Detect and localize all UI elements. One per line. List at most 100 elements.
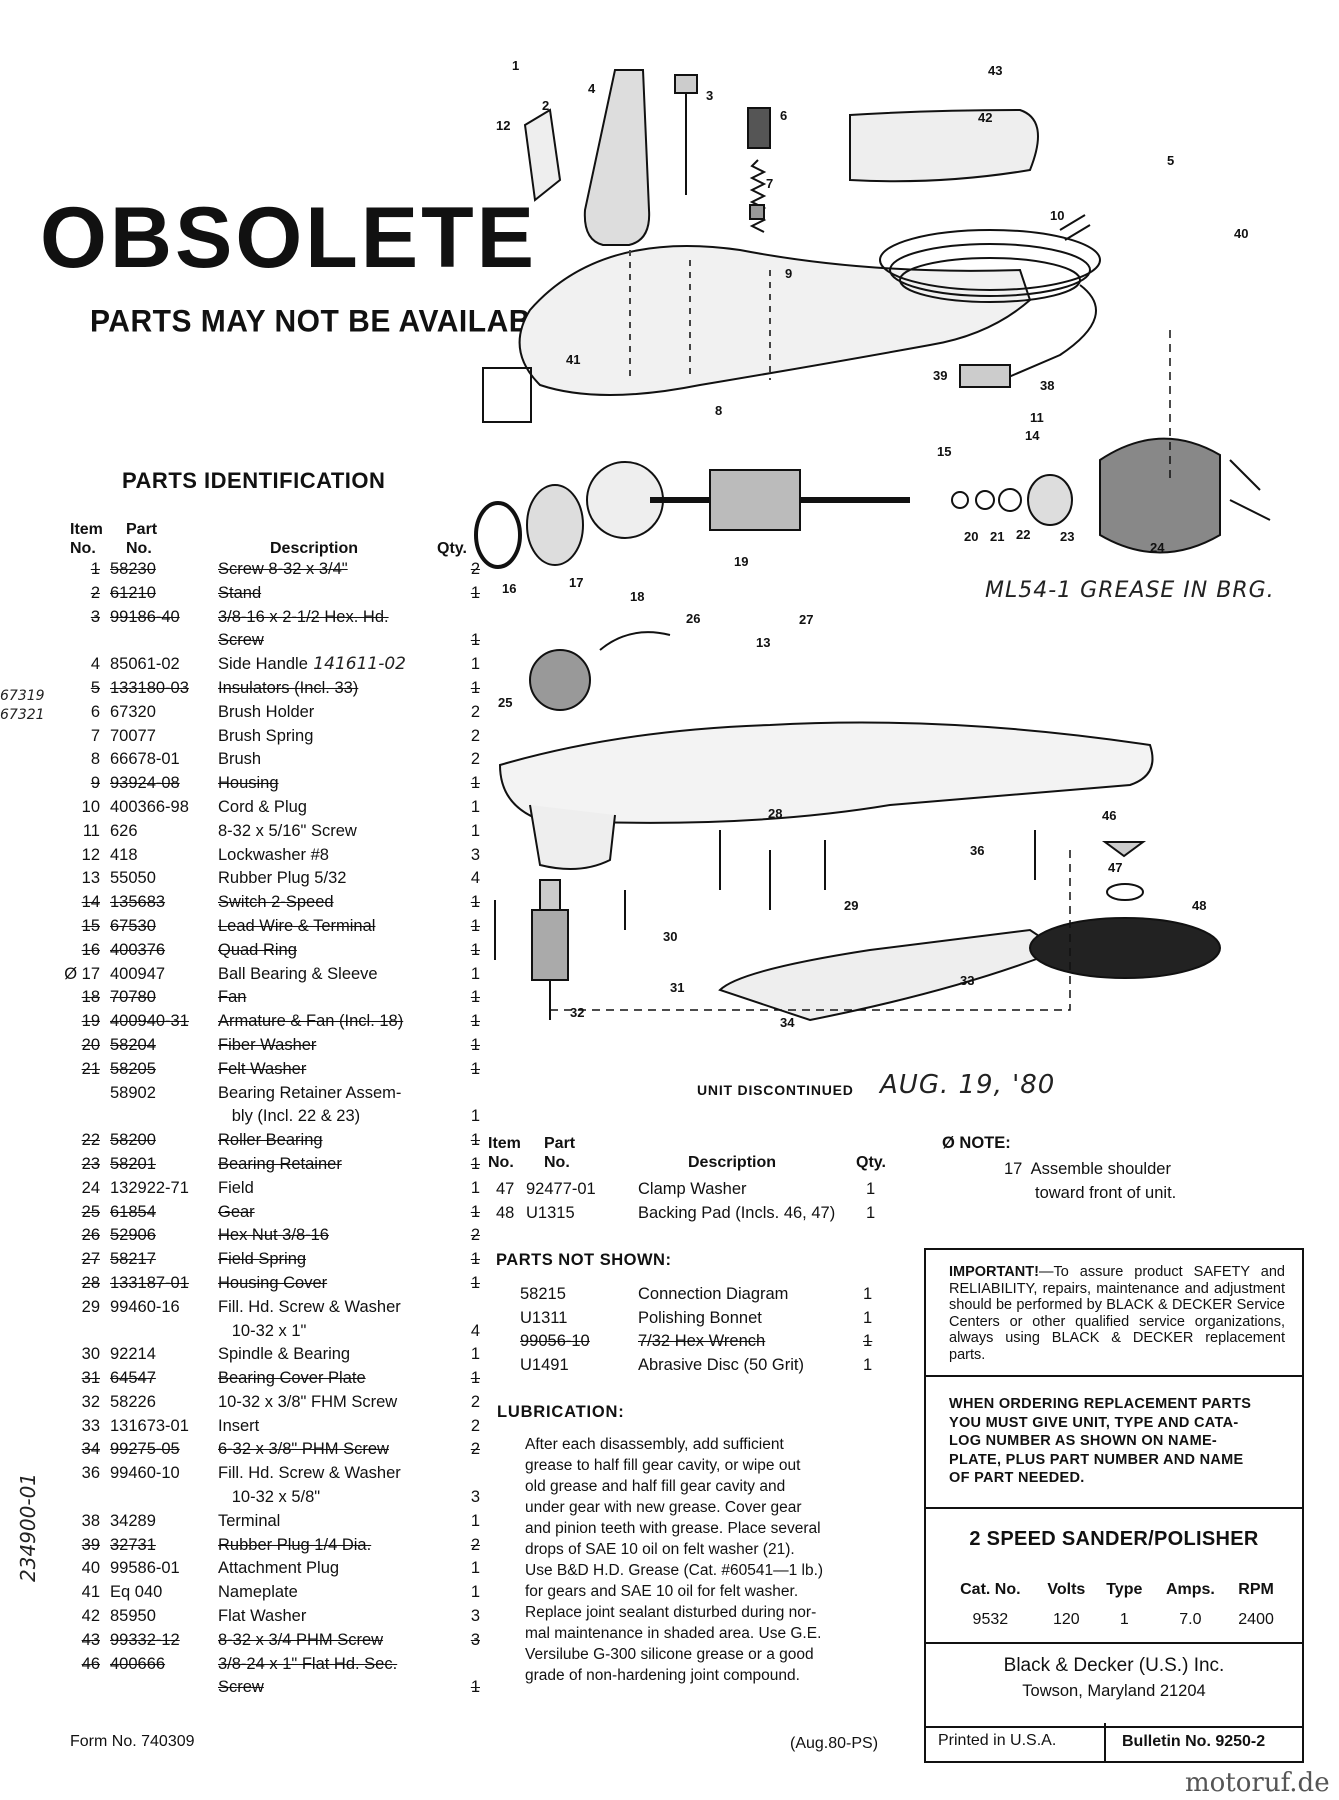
part-no-header: Part No. [126, 521, 158, 557]
extra-part-no-header: Part No. [544, 1135, 576, 1171]
part-cell: 61854 [110, 1202, 156, 1221]
margin-note-vertical: 234900-01 [16, 1472, 40, 1582]
not-available-notice: PARTS MAY NOT BE AVAILABLE [90, 304, 571, 339]
diagram-label-40: 40 [1234, 226, 1248, 241]
diagram-label-16: 16 [502, 581, 516, 596]
item-cell: 39 [81, 1535, 100, 1554]
description-cell: Field Spring [218, 1250, 307, 1269]
spec-header-cell: RPM [1238, 1581, 1274, 1598]
part-cell: 34289 [110, 1511, 156, 1530]
item-cell: 9 [90, 774, 100, 793]
part-cell: 93924-08 [110, 774, 180, 793]
diagram-label-48: 48 [1192, 898, 1206, 913]
part-cell: 418 [110, 845, 138, 864]
note-line-1: 17 Assemble shoulder [1004, 1160, 1171, 1178]
item-cell: 42 [81, 1607, 100, 1626]
diagram-label-17: 17 [569, 575, 583, 590]
description-cell: Fan [218, 988, 247, 1007]
spec-value-cell: 9532 [972, 1611, 1009, 1628]
qty-cell: 1 [470, 1131, 480, 1150]
divider [926, 1375, 1302, 1377]
description-cell: Bearing Retainer Assem- [218, 1083, 402, 1102]
item-cell: 4 [90, 655, 100, 674]
qty-cell: 1 [470, 1012, 480, 1031]
handwritten-part-note: 141611-02 [307, 654, 406, 675]
item-cell: 43 [81, 1630, 100, 1649]
description-cell: Hex Nut 3/8-16 [218, 1226, 329, 1245]
lubrication-line: old grease and half fill gear cavity and [525, 1478, 786, 1495]
description-cell: 8-32 x 5/16" Screw [218, 821, 357, 840]
description-cell: Rubber Plug 5/32 [218, 869, 347, 888]
description-cell: Bearing Cover Plate [218, 1369, 366, 1388]
diagram-label-2: 2 [542, 98, 549, 113]
qty-cell: 1 [863, 1332, 873, 1350]
qty-cell: 4 [470, 1321, 480, 1340]
diagram-label-11: 11 [1030, 410, 1044, 425]
description-cell: Terminal [218, 1511, 281, 1530]
ordering-line: WHEN ORDERING REPLACEMENT PARTS [949, 1396, 1252, 1412]
qty-cell: 1 [470, 1178, 480, 1197]
parts-identification-title: PARTS IDENTIFICATION [122, 468, 386, 493]
divider [926, 1642, 1302, 1644]
diagram-label-25: 25 [498, 695, 512, 710]
ordering-line: LOG NUMBER AS SHOWN ON NAME- [949, 1433, 1218, 1449]
description-cell: Insulators (Incl. 33) [218, 678, 359, 697]
part-cell: 58205 [110, 1059, 156, 1078]
description-cell: 3/8-16 x 2-1/2 Hex. Hd. [218, 607, 389, 626]
parts-not-shown-title: PARTS NOT SHOWN: [496, 1251, 672, 1269]
qty-cell: 1 [470, 797, 480, 816]
qty-cell: 1 [470, 1035, 480, 1054]
part-cell: 58200 [110, 1131, 156, 1150]
item-cell: 2 [90, 583, 100, 602]
item-cell: 23 [81, 1154, 100, 1173]
diagram-label-32: 32 [570, 1005, 584, 1020]
description-cell: Fill. Hd. Screw & Washer [218, 1297, 401, 1316]
description-cell: Felt Washer [218, 1059, 307, 1078]
description-cell: Attachment Plug [218, 1559, 340, 1578]
table-row: 48 U1315 Backing Pad (Incls. 46, 47) 1 [496, 1204, 875, 1228]
description-cell: Fiber Washer [218, 1035, 317, 1054]
description-cell: Nameplate [218, 1583, 298, 1602]
item-cell: 34 [81, 1440, 100, 1459]
description-cell: Backing Pad (Incls. 46, 47) [638, 1203, 836, 1222]
description-cell: Switch 2-Speed [218, 893, 334, 912]
description-cell: Lockwasher #8 [218, 845, 329, 864]
description-cell: Brush Spring [218, 726, 314, 745]
important-notice: IMPORTANT!—To assure product SAFETY and … [949, 1264, 1285, 1363]
part-cell: 400376 [110, 940, 166, 959]
description-cell: 10-32 x 5/8" [218, 1488, 321, 1507]
qty-cell [450, 1656, 480, 1680]
part-cell: 58204 [110, 1035, 156, 1054]
lubrication-line: Use B&D H.D. Grease (Cat. #60541—1 lb.) [525, 1562, 824, 1579]
description-cell: Roller Bearing [218, 1131, 323, 1150]
description-cell: Bearing Retainer [218, 1154, 342, 1173]
item-cell: 3 [90, 607, 100, 626]
spec-header-cell: Amps. [1165, 1581, 1215, 1598]
qty-cell: 2 [470, 560, 480, 578]
item-cell: 6 [90, 702, 100, 721]
description-cell: Cord & Plug [218, 797, 307, 816]
part-cell: 133187-01 [110, 1273, 189, 1292]
description-cell: Field [218, 1178, 254, 1197]
item-cell: 30 [81, 1345, 100, 1364]
diagram-label-39: 39 [933, 368, 947, 383]
part-cell: 626 [110, 821, 138, 840]
qty-cell: 2 [470, 726, 480, 745]
part-cell: 400940-31 [110, 1012, 189, 1031]
handwritten-discontinued-date: AUG. 19, '80 [880, 1070, 1056, 1100]
diagram-label-12: 12 [496, 118, 510, 133]
